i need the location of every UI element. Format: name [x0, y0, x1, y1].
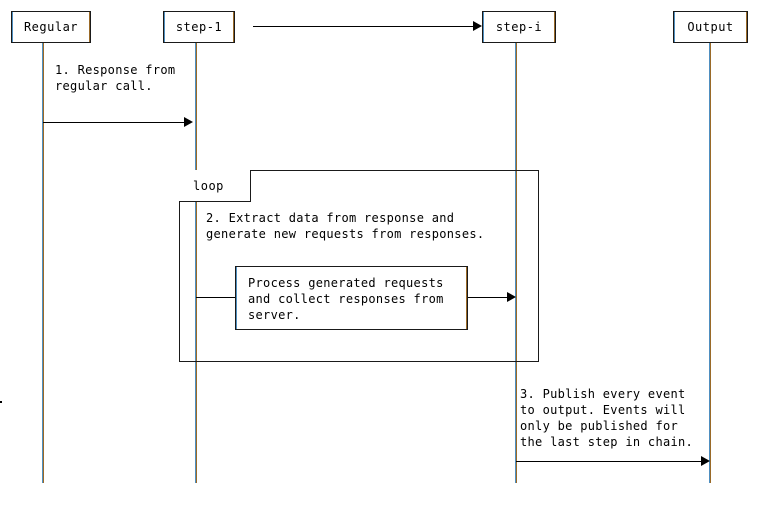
note-process-generated-requests: Process generated requests and collect r… [235, 266, 468, 330]
message-arrowhead-publish-to-output [701, 456, 710, 466]
loop-fragment [179, 170, 539, 362]
message-arrowhead-chain-continuation [473, 21, 482, 31]
message-line-publish-to-output [516, 461, 702, 462]
message-line-process-right-segment [468, 297, 509, 298]
participant-regular-label: Regular [23, 20, 79, 34]
message-line-response-from-regular [43, 122, 185, 123]
loop-fragment-body-text: 2. Extract data from response and genera… [206, 211, 485, 241]
lifeline-step1 [195, 43, 197, 483]
lifeline-stepi [515, 43, 517, 483]
participant-step-i[interactable]: step-i [482, 11, 556, 43]
message-label-publish-to-output: 3. Publish every event to output. Events… [520, 387, 694, 449]
edge-artifact [0, 401, 2, 403]
participant-step-1-label: step-1 [175, 20, 223, 34]
participant-step-1[interactable]: step-1 [163, 11, 235, 43]
message-line-process-left-segment [196, 297, 236, 298]
message-line-chain-continuation [253, 26, 475, 27]
message-label-response-from-regular: 1. Response from regular call. [55, 63, 176, 93]
participant-output-label: Output [687, 20, 734, 34]
message-arrowhead-response-from-regular [184, 117, 193, 127]
participant-output[interactable]: Output [673, 11, 748, 43]
loop-fragment-label-box: loop [179, 170, 251, 202]
participant-regular[interactable]: Regular [11, 11, 91, 43]
lifeline-output [709, 43, 711, 483]
message-arrowhead-process-to-stepi [507, 292, 516, 302]
participant-step-i-label: step-i [495, 20, 543, 34]
lifeline-regular [42, 43, 44, 483]
loop-fragment-operator: loop [193, 178, 224, 193]
